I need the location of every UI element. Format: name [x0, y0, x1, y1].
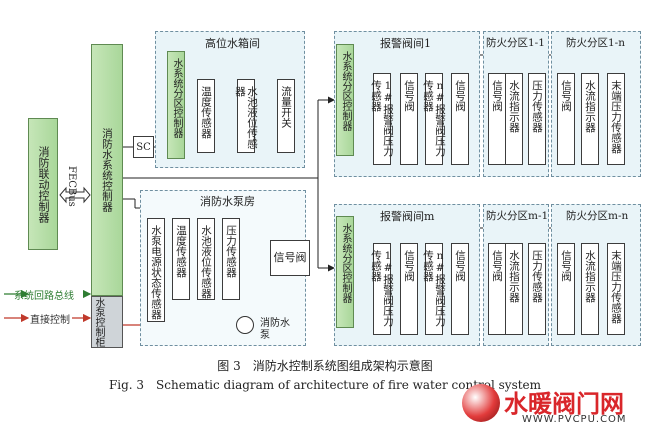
- pump-device-1: 温度传感器: [172, 218, 190, 300]
- linkage-controller: 消防联动控制器: [28, 118, 58, 250]
- pump-cabinet-label: 水泵控制柜: [93, 297, 104, 347]
- fire-pump-icon: [236, 316, 254, 334]
- valve-room-m-controller: 水系统分区控制器: [336, 216, 354, 328]
- pump-control-cabinet: 水泵控制柜: [91, 296, 123, 348]
- valvem-device-2: n#报警阀压力传感器: [422, 243, 446, 335]
- zone-m-1-title: 防火分区m-1: [486, 210, 549, 222]
- tank-room-controller: 水系统分区控制器: [167, 51, 185, 159]
- tank-device-1: 水池液位传感器: [234, 79, 258, 153]
- zonem1-device-2: 压力传感器: [528, 243, 546, 335]
- pump-room-title: 消防水泵房: [200, 195, 255, 208]
- valvem-device-0: 1#报警阀压力传感器: [370, 243, 394, 335]
- fire-pump-label: 消防水泵: [260, 318, 290, 341]
- pump-device-3: 压力传感器: [222, 218, 240, 300]
- watermark-url: WWW.PVCPU.COM: [522, 414, 627, 425]
- tank-room-title: 高位水箱间: [205, 37, 260, 50]
- valve1-device-1: 信号阀: [400, 73, 418, 165]
- main-water-controller: 消防水系统控制器: [91, 44, 123, 296]
- tank-device-0: 温度传感器: [197, 79, 215, 153]
- watermark-brand: 水暖阀门网: [504, 389, 624, 418]
- zone1n-device-2: 末端压力传感器: [607, 73, 625, 165]
- zone-1-n-title: 防火分区1-n: [566, 37, 625, 49]
- zone11-device-0: 信号阀: [488, 73, 506, 165]
- zone-1-1-title: 防火分区1-1: [486, 37, 545, 49]
- legend-direct-control: 直接控制: [30, 315, 70, 326]
- watermark-logo-icon: [462, 384, 500, 422]
- zone1n-device-1: 水流指示器: [581, 73, 599, 165]
- zonemn-device-1: 水流指示器: [581, 243, 599, 335]
- valve-room-m-title: 报警阀间m: [380, 210, 435, 223]
- pump-device-0: 水泵电源状态传感器: [147, 218, 165, 322]
- valvem-device-3: 信号阀: [451, 243, 469, 335]
- zonem1-device-0: 信号阀: [488, 243, 506, 335]
- caption-cn: 图 3 消防水控制系统图组成架构示意图: [217, 359, 433, 373]
- zone-m-n-title: 防火分区m-n: [566, 210, 629, 222]
- valve1-device-0: 1#报警阀压力传感器: [370, 73, 394, 165]
- zonem1-device-1: 水流指示器: [505, 243, 523, 335]
- valve1-device-2: n#报警阀压力传感器: [422, 73, 446, 165]
- valve-room-1-title: 报警阀间1: [380, 37, 431, 50]
- valvem-device-1: 信号阀: [400, 243, 418, 335]
- pump-device-4: 信号阀: [270, 240, 310, 276]
- zonemn-device-2: 末端压力传感器: [607, 243, 625, 335]
- sc-box: SC: [133, 136, 154, 158]
- zonemn-device-0: 信号阀: [557, 243, 575, 335]
- valve1-device-3: 信号阀: [451, 73, 469, 165]
- zone11-device-1: 水流指示器: [505, 73, 523, 165]
- zone11-device-2: 压力传感器: [528, 73, 546, 165]
- pump-device-2: 水池液位传感器: [197, 218, 215, 300]
- tank-device-2: 流量开关: [277, 79, 295, 153]
- caption-en: Fig. 3 Schematic diagram of architecture…: [108, 378, 542, 392]
- legend-system-loop: 系统回路总线: [14, 291, 74, 302]
- zone1n-device-0: 信号阀: [557, 73, 575, 165]
- fecbus-label: FECBus: [66, 166, 77, 207]
- valve-room-1-controller: 水系统分区控制器: [336, 44, 354, 156]
